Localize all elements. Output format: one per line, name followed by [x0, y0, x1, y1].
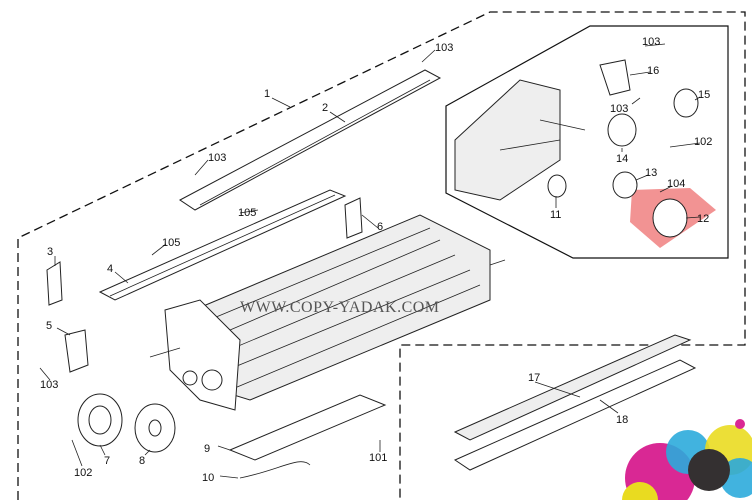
gear-part-8: [134, 403, 176, 453]
callout-12: 12: [697, 213, 709, 225]
callout-103: 103: [435, 42, 453, 54]
inset-frame: [454, 79, 586, 201]
callout-4: 4: [107, 263, 113, 275]
detail-inset-box: [445, 25, 729, 259]
callout-11: 11: [550, 209, 561, 221]
callout-104: 104: [667, 178, 685, 190]
callout-102: 102: [74, 467, 92, 479]
callout-17: 17: [528, 372, 540, 384]
callout-101: 101: [369, 452, 387, 464]
callout-13: 13: [645, 167, 657, 179]
callout-102: 102: [694, 136, 712, 148]
callout-10: 10: [202, 472, 214, 484]
gear-part-12: [652, 198, 688, 238]
callout-1: 1: [264, 88, 270, 100]
callout-18: 18: [616, 414, 628, 426]
callouts: 1 2 103 103 105 105 6 3 4 5 103 102 7 8 …: [40, 36, 712, 484]
bracket-part-16: [599, 59, 631, 96]
plate-part-6: [344, 197, 363, 239]
callout-105: 105: [162, 237, 180, 249]
bracket-part-5: [64, 329, 89, 373]
callout-14: 14: [616, 153, 628, 165]
gear-part-11: [547, 174, 567, 198]
rail-part-4: [98, 189, 347, 301]
callout-15: 15: [698, 89, 710, 101]
gear-part-13: [612, 171, 638, 199]
assembly-boundary: [17, 11, 746, 500]
gear-part-14: [607, 113, 637, 147]
plate-part-3: [46, 261, 63, 306]
callout-103: 103: [40, 379, 58, 391]
bracket-part-9: [228, 394, 387, 461]
cmyk-logo: [622, 419, 752, 500]
watermark-text: WWW.COPY-YADAK.COM: [240, 299, 440, 316]
callout-103: 103: [642, 36, 660, 48]
rail-part-18: [453, 359, 697, 471]
callout-3: 3: [47, 246, 53, 258]
callout-5: 5: [46, 320, 52, 332]
callout-2: 2: [322, 102, 328, 114]
callout-105: 105: [238, 207, 256, 219]
callout-103: 103: [610, 103, 628, 115]
rail-part-2: [179, 69, 442, 211]
main-frame: [149, 214, 506, 411]
callout-7: 7: [104, 455, 110, 467]
leader-lines: [39, 43, 701, 479]
gear-part-7: [77, 393, 123, 447]
callout-8: 8: [139, 455, 145, 467]
cable-part-10: [239, 461, 311, 479]
gear-part-15: [673, 88, 699, 118]
callout-6: 6: [377, 221, 383, 233]
callout-16: 16: [647, 65, 659, 77]
callout-9: 9: [204, 443, 210, 455]
callout-103: 103: [208, 152, 226, 164]
rail-part-17: [453, 334, 692, 441]
